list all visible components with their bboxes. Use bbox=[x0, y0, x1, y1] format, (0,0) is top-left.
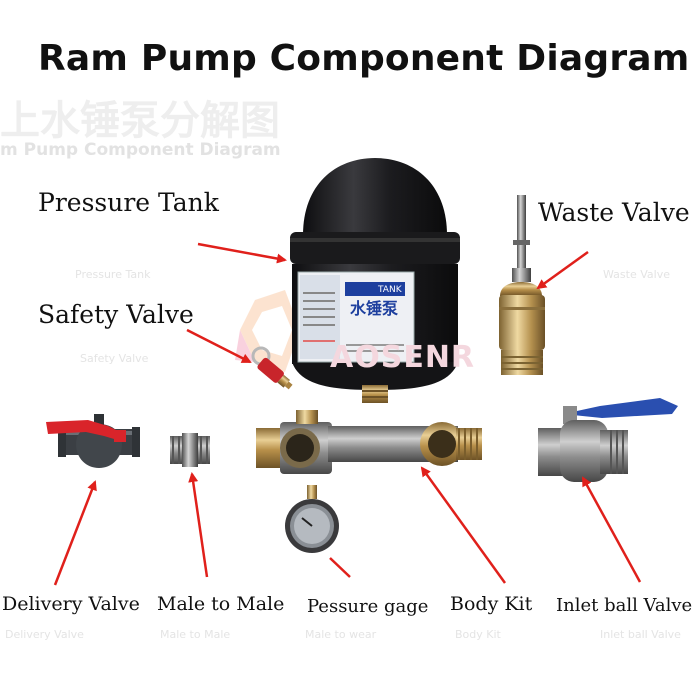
arrow-delivery-valve bbox=[53, 480, 97, 586]
watermark-male-to-male: Male to Male bbox=[160, 628, 231, 641]
watermark-brand: AOSENR bbox=[330, 340, 476, 375]
label-safety-valve: Safety Valve bbox=[38, 300, 194, 329]
delivery-valve-image bbox=[46, 414, 140, 468]
watermark-chinese-title: 上水锤泵分解图 bbox=[0, 98, 280, 144]
label-pressure-gage: Pessure gage bbox=[307, 596, 429, 617]
arrow-body-kit bbox=[420, 466, 507, 584]
watermark-male-to-wear: Male to wear bbox=[305, 628, 377, 641]
label-delivery-valve: Delivery Valve bbox=[2, 593, 140, 615]
annotation-arrows bbox=[53, 242, 642, 586]
watermark-inlet-ball-valve: Inlet ball Valve bbox=[600, 628, 681, 641]
page-title: Ram Pump Component Diagram bbox=[38, 38, 690, 79]
tank-label-cn: 水锤泵 bbox=[350, 299, 398, 318]
label-pressure-tank: Pressure Tank bbox=[38, 188, 219, 217]
inlet-ball-valve-image bbox=[538, 398, 678, 482]
male-to-male-image bbox=[170, 433, 210, 467]
pressure-gage-image bbox=[285, 485, 339, 553]
watermark-body-kit: Body Kit bbox=[455, 628, 501, 641]
arrow-safety-valve bbox=[186, 328, 252, 364]
safety-valve-image bbox=[251, 346, 293, 390]
watermark-delivery-valve: Delivery Valve bbox=[5, 628, 84, 641]
watermark-waste-valve: Waste Valve bbox=[603, 268, 670, 281]
arrow-male-to-male bbox=[188, 472, 209, 578]
label-male-to-male: Male to Male bbox=[157, 593, 285, 615]
watermark-english-title: m Pump Component Diagram bbox=[0, 140, 281, 160]
body-kit-image bbox=[256, 410, 482, 474]
tank-label-en: TANK bbox=[377, 285, 403, 295]
arrow-waste-valve bbox=[536, 250, 589, 290]
label-inlet-ball-valve: Inlet ball Valve bbox=[556, 595, 693, 616]
arrow-pressure-gage bbox=[329, 557, 351, 578]
label-waste-valve: Waste Valve bbox=[538, 198, 690, 227]
watermark-pressure-tank: Pressure Tank bbox=[75, 268, 151, 281]
watermark-safety-valve: Safety Valve bbox=[80, 352, 149, 365]
waste-valve-image bbox=[499, 195, 545, 375]
arrow-pressure-tank bbox=[197, 242, 287, 264]
arrow-inlet-ball-valve bbox=[581, 476, 642, 583]
label-body-kit: Body Kit bbox=[450, 593, 533, 615]
pressure-tank-image bbox=[290, 158, 460, 403]
